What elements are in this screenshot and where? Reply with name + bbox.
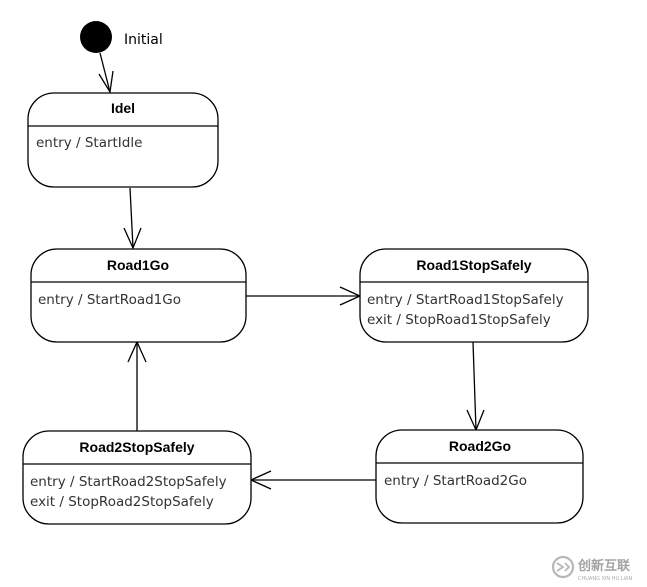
initial-label: Initial (124, 32, 163, 48)
state-road1go-entry: entry / StartRoad1Go (38, 292, 181, 308)
state-road2go: Road2Go entry / StartRoad2Go (375, 429, 584, 524)
transition-road2go-road2stopsafely (249, 470, 376, 490)
state-road1stopsafely: Road1StopSafely entry / StartRoad1StopSa… (359, 248, 589, 343)
state-idel: Idel entry / StartIdle (27, 92, 219, 188)
state-road2stopsafely: Road2StopSafely entry / StartRoad2StopSa… (22, 430, 252, 525)
state-road2stopsafely-exit: exit / StopRoad2StopSafely (30, 494, 214, 510)
transition-road1stopsafely-road2go (466, 341, 485, 432)
state-road1stopsafely-exit: exit / StopRoad1StopSafely (367, 312, 551, 328)
state-road1stopsafely-title: Road1StopSafely (416, 257, 531, 273)
transition-road2stopsafely-road1go (127, 340, 147, 431)
state-road1go-title: Road1Go (107, 257, 169, 273)
state-road2go-title: Road2Go (449, 438, 511, 454)
state-idel-title: Idel (111, 100, 135, 116)
state-road2stopsafely-entry: entry / StartRoad2StopSafely (30, 474, 227, 490)
transition-road1go-road1stopsafely (246, 286, 362, 306)
state-road1go: Road1Go entry / StartRoad1Go (30, 248, 247, 343)
initial-node (80, 21, 112, 53)
transition-initial-idel (98, 52, 114, 94)
watermark-logo-icon (551, 555, 575, 579)
transition-idel-road1go (123, 187, 142, 250)
state-road2go-entry: entry / StartRoad2Go (384, 473, 527, 489)
watermark-subtext: CHUANG XIN HU LIAN (578, 576, 632, 582)
watermark: 创新互联 CHUANG XIN HU LIAN (551, 555, 632, 582)
watermark-logo-mark (556, 562, 571, 572)
state-idel-entry: entry / StartIdle (36, 135, 142, 151)
state-road2stopsafely-title: Road2StopSafely (79, 439, 194, 455)
watermark-text: 创新互联 (577, 558, 630, 574)
state-road1stopsafely-entry: entry / StartRoad1StopSafely (367, 292, 564, 308)
